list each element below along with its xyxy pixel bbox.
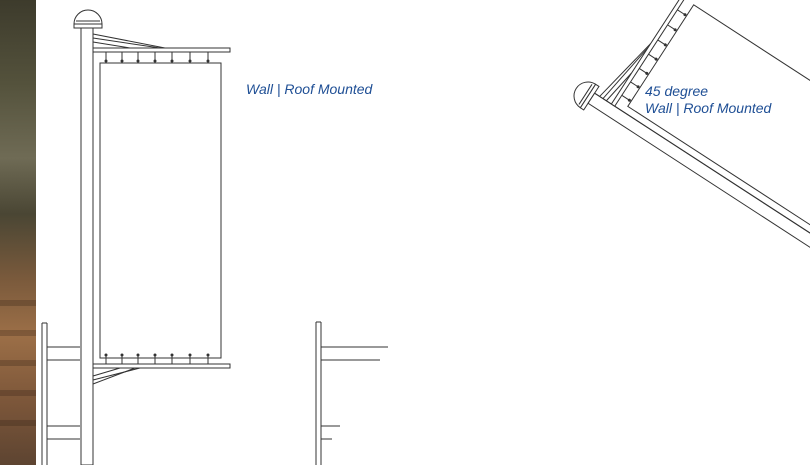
pole (80, 27, 94, 465)
bottom-banner-hooks (104, 353, 210, 364)
caption-text: Wall | Roof Mounted (246, 81, 373, 97)
vertical-banner-pole (41, 9, 231, 465)
brick-course (0, 390, 36, 396)
pole (587, 92, 810, 339)
caption-wall-roof-mounted: Wall | Roof Mounted (246, 81, 372, 98)
wall-bracket (41, 322, 80, 465)
banner-panel (627, 4, 810, 268)
top-banner-hooks (621, 9, 687, 102)
brick-course (0, 330, 36, 336)
banner-panel (99, 62, 222, 359)
top-banner-arm (599, 0, 691, 107)
top-banner-arm (92, 33, 231, 53)
brick-course (0, 420, 36, 426)
caption-45-degree: 45 degree Wall | Roof Mounted (645, 83, 771, 117)
caption-mount-text: Wall | Roof Mounted (645, 100, 772, 116)
top-banner-hooks (104, 52, 210, 63)
brick-course (0, 300, 36, 306)
wall-bracket (315, 321, 388, 465)
ball-finial-icon (573, 81, 600, 111)
bottom-banner-arm (92, 363, 231, 385)
background-photo-strip (0, 0, 36, 465)
ball-finial-icon (73, 9, 103, 29)
angled-banner-pole (315, 0, 810, 465)
caption-angle-text: 45 degree (645, 83, 709, 99)
brick-course (0, 360, 36, 366)
